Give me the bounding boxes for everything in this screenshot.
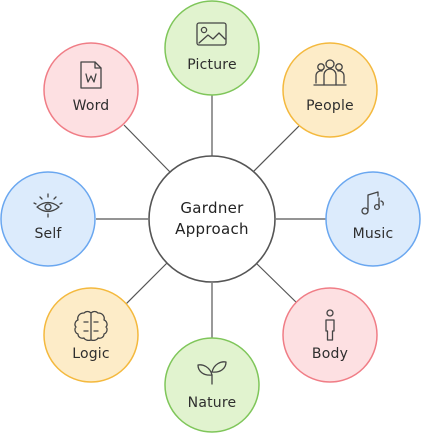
node-music: Music	[325, 171, 421, 267]
node-logic: Logic	[43, 287, 139, 383]
people-icon	[313, 59, 347, 86]
node-people: People	[282, 42, 378, 138]
connector-logic	[123, 261, 169, 307]
node-body: Body	[282, 287, 378, 383]
center-node: Gardner Approach	[148, 155, 276, 283]
node-word: Word	[43, 42, 139, 138]
node-music-label: Music	[353, 226, 394, 242]
connectors	[96, 95, 326, 340]
center-circle	[148, 155, 276, 283]
word-document-icon	[80, 61, 102, 89]
node-picture: Picture	[164, 0, 260, 96]
node-nature-circle	[164, 337, 260, 433]
node-self-label: Self	[34, 226, 62, 242]
brain-icon	[74, 310, 108, 342]
node-word-circle	[43, 42, 139, 138]
node-nature: Nature	[164, 337, 260, 433]
connector-people	[252, 124, 301, 173]
music-icon	[361, 191, 384, 215]
picture-icon	[196, 22, 227, 46]
connector-word	[123, 124, 171, 173]
node-logic-label: Logic	[72, 346, 110, 362]
center-label-line-2: Approach	[175, 220, 249, 238]
node-body-circle	[282, 287, 378, 383]
node-self-circle	[0, 171, 96, 267]
node-people-label: People	[306, 98, 354, 114]
leaf-icon	[197, 361, 227, 385]
node-music-circle	[325, 171, 421, 267]
node-picture-circle	[164, 0, 260, 96]
body-icon	[325, 309, 335, 341]
node-picture-label: Picture	[187, 57, 237, 73]
node-nature-label: Nature	[188, 395, 237, 411]
node-body-label: Body	[312, 346, 348, 362]
node-self: Self	[0, 171, 96, 267]
node-people-circle	[282, 42, 378, 138]
center-label-line-1: Gardner	[180, 199, 244, 217]
node-word-label: Word	[73, 98, 110, 114]
connector-body	[254, 261, 301, 307]
eye-icon	[33, 193, 63, 218]
